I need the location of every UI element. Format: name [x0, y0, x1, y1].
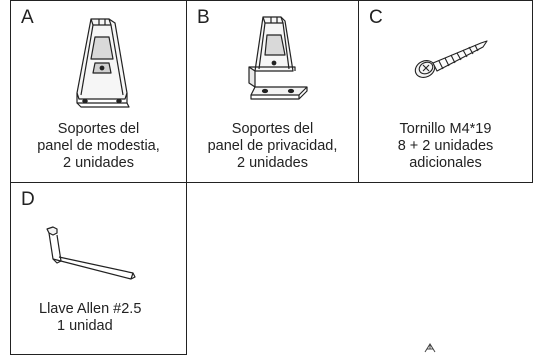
caption-line: 1 unidad	[57, 318, 113, 334]
caption-line: Soportes del	[57, 121, 140, 137]
privacy-panel-bracket-icon	[248, 16, 308, 100]
part-letter: C	[369, 7, 383, 28]
part-cell-c: C Tornillo M4*19 8 + 2 unidades adiciona…	[358, 0, 533, 183]
part-cell-a: A Soportes del panel de modestia, 2 unid…	[10, 0, 187, 183]
caption-line: Tornillo M4*19	[399, 121, 492, 137]
part-letter: D	[21, 189, 35, 210]
part-caption: Tornillo M4*19 8 + 2 unidades adicionale…	[359, 121, 532, 172]
part-cell-d: D Llave Allen #2.5 1 unidad	[10, 182, 187, 355]
part-letter: A	[21, 7, 34, 28]
modesty-panel-bracket-icon	[76, 18, 130, 108]
part-letter: B	[197, 7, 210, 28]
caption-line: Soportes del	[231, 121, 314, 137]
caption-line: 8 + 2 unidades	[397, 138, 494, 154]
caption-line: adicionales	[409, 155, 482, 171]
caption-line: panel de modestia,	[37, 138, 160, 154]
partial-icon	[424, 343, 436, 353]
allen-key-icon	[46, 226, 136, 280]
screw-icon	[414, 40, 488, 78]
caption-line: 2 unidades	[237, 155, 308, 171]
part-caption: Soportes del panel de privacidad, 2 unid…	[187, 121, 358, 172]
caption-line: Llave Allen #2.5	[39, 301, 142, 317]
caption-line: panel de privacidad,	[207, 138, 338, 154]
caption-line: 2 unidades	[63, 155, 134, 171]
part-caption: Llave Allen #2.5 1 unidad	[19, 301, 186, 335]
part-cell-b: B Soportes del panel de privacidad, 2 un…	[186, 0, 359, 183]
part-caption: Soportes del panel de modestia, 2 unidad…	[11, 121, 186, 172]
